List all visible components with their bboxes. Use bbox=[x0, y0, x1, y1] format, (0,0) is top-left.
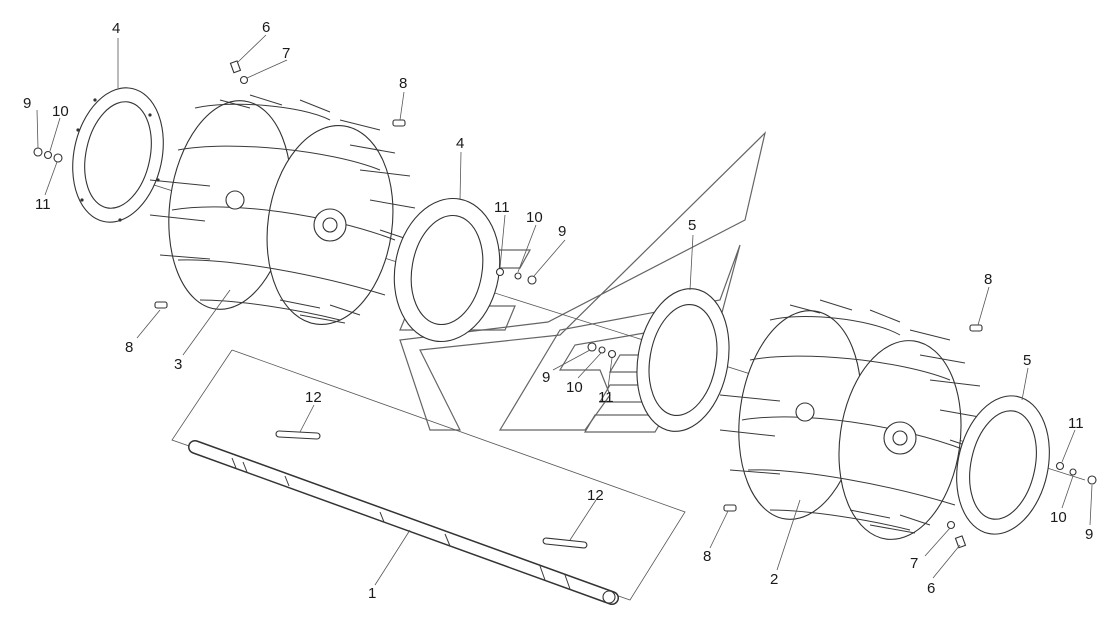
callout-label: 12 bbox=[587, 487, 604, 504]
callout-label: 2 bbox=[770, 571, 778, 588]
callout-label: 6 bbox=[262, 19, 270, 36]
callout-label: 5 bbox=[688, 217, 696, 234]
callout-label: 9 bbox=[23, 95, 31, 112]
shaft-box-outline bbox=[171, 349, 686, 601]
callout-label: 8 bbox=[984, 271, 992, 288]
callout-label: 7 bbox=[282, 45, 290, 62]
key-upper bbox=[275, 430, 321, 440]
callout-label: 6 bbox=[927, 580, 935, 597]
callout-label: 5 bbox=[1023, 352, 1031, 369]
key-lower bbox=[542, 537, 588, 549]
callout-label: 9 bbox=[558, 223, 566, 240]
callout-label: 8 bbox=[703, 548, 711, 565]
callout-label: 11 bbox=[35, 196, 51, 213]
callout-label: 9 bbox=[542, 369, 550, 386]
flange-right-inner bbox=[636, 288, 730, 432]
callout-label: 4 bbox=[456, 135, 464, 152]
callout-label: 4 bbox=[112, 20, 120, 37]
callout-label: 8 bbox=[399, 75, 407, 92]
leader-lines bbox=[36, 34, 1093, 586]
fan-wheel-right bbox=[719, 299, 986, 540]
callout-label: 8 bbox=[125, 339, 133, 356]
callout-label: 10 bbox=[566, 379, 583, 396]
callout-label: 12 bbox=[305, 389, 322, 406]
flange-right-outer bbox=[956, 395, 1050, 535]
fasteners bbox=[33, 60, 1097, 549]
callout-label: 10 bbox=[526, 209, 543, 226]
callout-label: 3 bbox=[174, 356, 182, 373]
flange-left-outer bbox=[72, 87, 164, 223]
flange-middle bbox=[393, 197, 501, 343]
callout-label: 10 bbox=[1050, 509, 1067, 526]
callout-labels: 4 6 7 8 9 10 11 8 3 4 11 10 9 5 9 10 11 … bbox=[23, 19, 1093, 602]
callout-label: 11 bbox=[494, 199, 510, 216]
callout-label: 9 bbox=[1085, 526, 1093, 543]
callout-label: 11 bbox=[598, 389, 614, 406]
callout-label: 1 bbox=[368, 585, 376, 602]
callout-label: 7 bbox=[910, 555, 918, 572]
shaft bbox=[188, 440, 619, 605]
callout-label: 11 bbox=[1068, 415, 1084, 432]
callout-label: 10 bbox=[52, 103, 69, 120]
fan-wheel-left bbox=[149, 94, 416, 325]
